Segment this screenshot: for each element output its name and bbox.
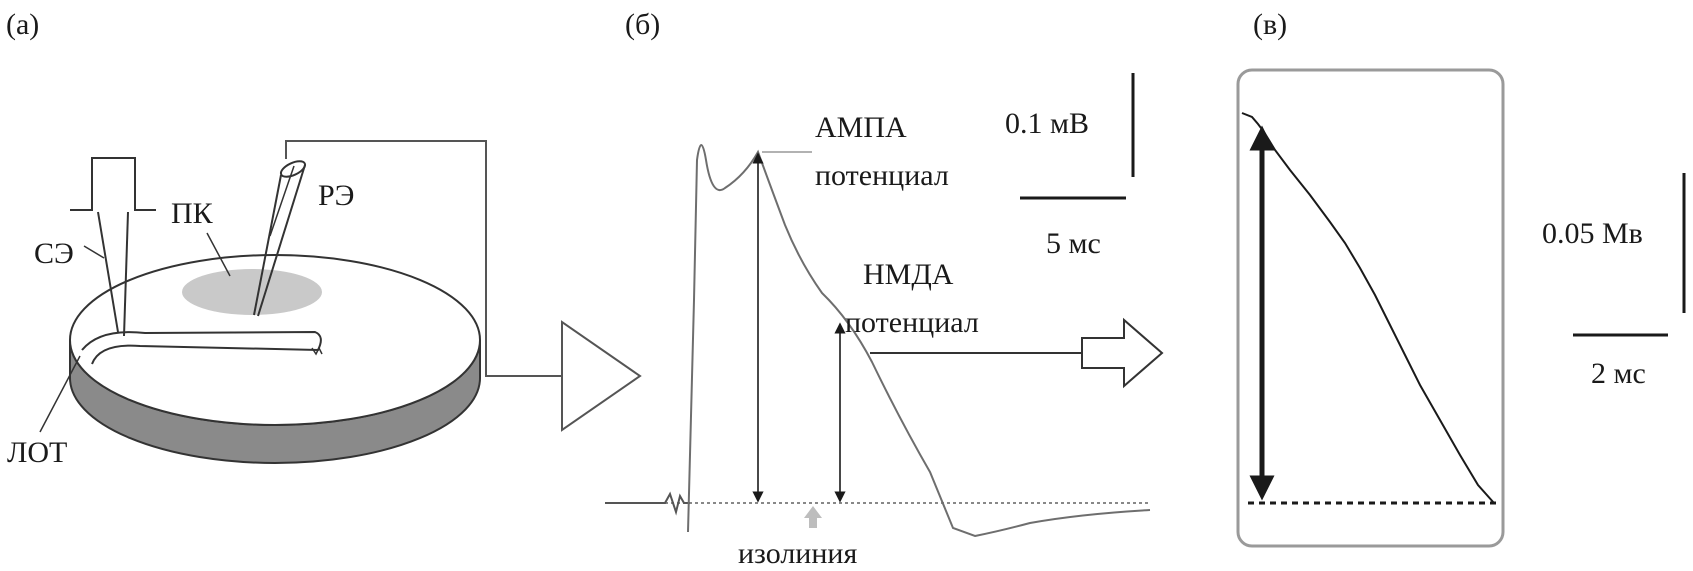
scale-time-label: 5 мс xyxy=(1046,227,1101,260)
scale-voltage-label-c: 0.05 Мв xyxy=(1542,217,1643,250)
panel-c-label: (в) xyxy=(1253,8,1287,41)
ampa-label-line2: потенциал xyxy=(815,159,949,192)
ampa-label-line1: АМПА xyxy=(815,111,907,144)
electrode-wire xyxy=(285,140,562,377)
label-pk-leader xyxy=(206,232,231,277)
lot-tract-end xyxy=(311,346,323,356)
stimulus-artifact xyxy=(605,491,690,516)
stimulus-pulse xyxy=(70,157,156,211)
panel-b-label: (б) xyxy=(625,8,660,41)
panel-b: (б) АМПА потенциал НМДА потенциал 0.1 мВ… xyxy=(605,8,1164,570)
recording-area-pk xyxy=(182,269,322,315)
panel-a: (а) СЭ ПК РЭ ЛОТ xyxy=(6,8,642,469)
baseline-arrow-icon xyxy=(804,506,822,528)
label-se: СЭ xyxy=(34,237,74,270)
field-potential-trace xyxy=(687,144,1151,538)
label-se-leader xyxy=(83,245,105,259)
label-lot: ЛОТ xyxy=(7,436,67,469)
lot-tract xyxy=(81,330,322,365)
label-pk: ПК xyxy=(171,197,214,230)
stimulating-electrode xyxy=(70,157,156,337)
panel-a-label: (а) xyxy=(6,8,39,41)
panel-c: (в) 0.05 Мв 2 мс xyxy=(1236,8,1686,548)
nmda-label-line1: НМДА xyxy=(863,258,954,291)
amplifier-icon xyxy=(561,320,642,432)
zoom-arrow-icon xyxy=(1081,317,1164,389)
label-lot-leader xyxy=(39,355,81,433)
slice-top-surface xyxy=(69,254,481,426)
brain-slice xyxy=(69,254,481,464)
zoom-frame xyxy=(1236,68,1505,548)
scale-time-label-c: 2 мс xyxy=(1591,357,1646,390)
nmda-label-line2: потенциал xyxy=(845,306,979,339)
recording-electrode xyxy=(253,160,307,317)
scale-voltage-label: 0.1 мВ xyxy=(1005,107,1089,140)
baseline-label: изолиния xyxy=(738,537,857,570)
label-re: РЭ xyxy=(318,179,355,212)
